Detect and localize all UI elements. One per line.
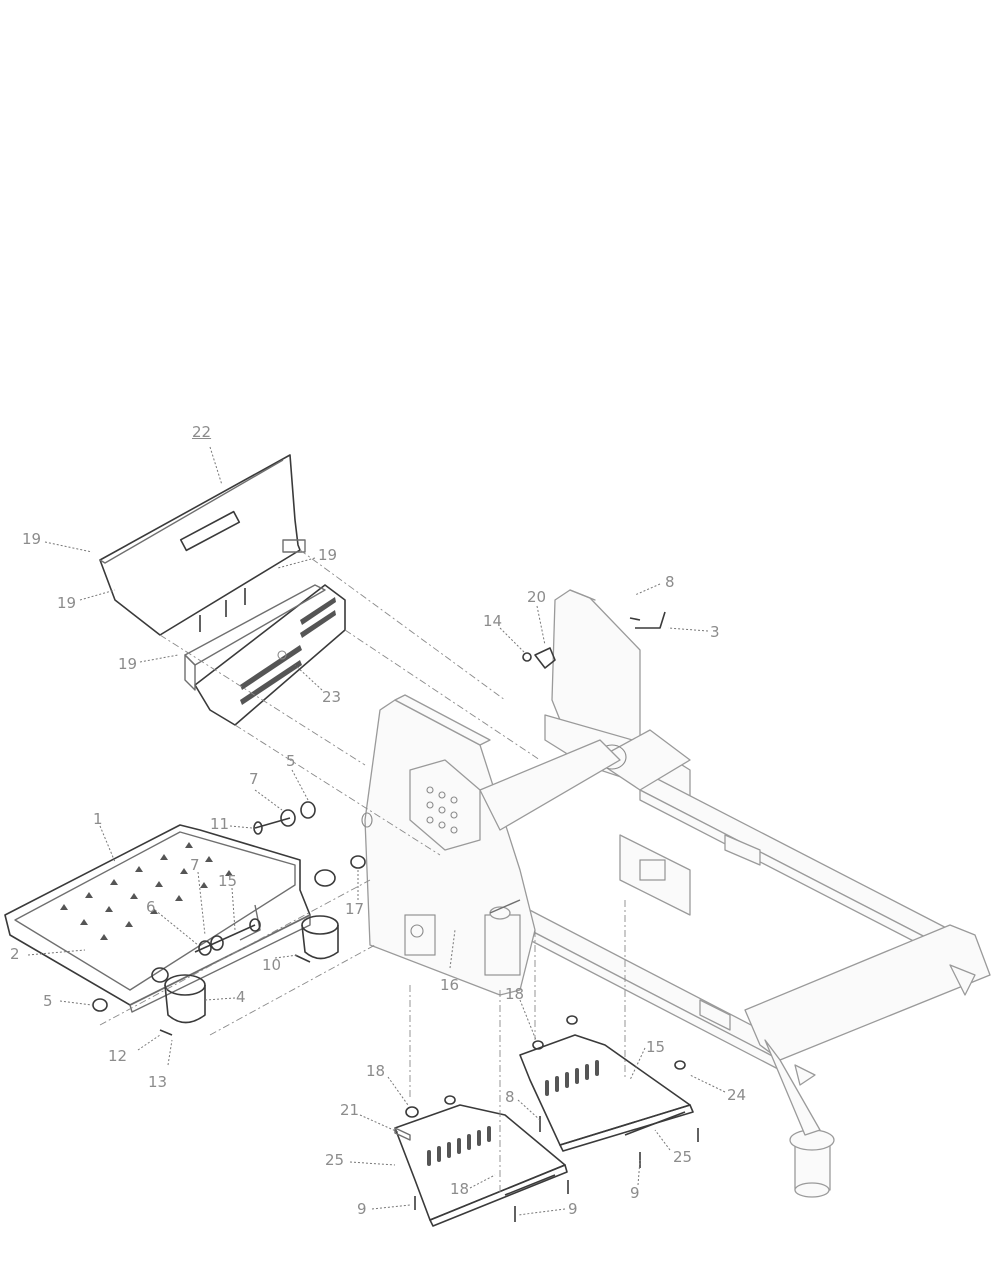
callout-12: 12 — [108, 1047, 128, 1065]
callout-4: 4 — [236, 988, 246, 1006]
callout-25: 25 — [673, 1148, 693, 1166]
assembly-phantom-lines — [99, 549, 626, 1195]
pivot-bolt-set — [194, 801, 316, 956]
callout-15: 15 — [218, 872, 238, 890]
callout-10: 10 — [262, 956, 282, 974]
callout-18: 18 — [505, 985, 525, 1003]
callout-17: 17 — [345, 900, 365, 918]
step-plate-left-21 — [394, 1095, 569, 1227]
callout-21: 21 — [340, 1101, 360, 1119]
callout-18: 18 — [366, 1062, 386, 1080]
callout-20: 20 — [527, 588, 547, 606]
callout-16: 16 — [440, 976, 460, 994]
callout-leaders — [27, 446, 726, 1216]
callout-9: 9 — [630, 1184, 640, 1202]
callout-23: 23 — [322, 688, 342, 706]
callout-7: 7 — [190, 856, 200, 874]
callout-22: 22 — [192, 423, 212, 441]
callout-19: 19 — [118, 655, 138, 673]
callout-2: 2 — [10, 945, 20, 963]
callout-19: 19 — [22, 530, 42, 548]
callout-9: 9 — [357, 1200, 367, 1218]
channel-bracket-23 — [184, 584, 346, 726]
callout-19: 19 — [57, 594, 77, 612]
callout-5: 5 — [43, 992, 53, 1010]
step-plate-right — [519, 1015, 699, 1168]
callout-19: 19 — [318, 546, 338, 564]
callout-18: 18 — [450, 1180, 470, 1198]
foot-deck-1 — [4, 824, 336, 1013]
callout-15: 15 — [646, 1038, 666, 1056]
callout-11: 11 — [210, 815, 230, 833]
callout-25: 25 — [325, 1151, 345, 1169]
callout-3: 3 — [710, 623, 720, 641]
callout-5: 5 — [286, 752, 296, 770]
small-hardware-top — [522, 611, 666, 669]
callout-8: 8 — [665, 573, 675, 591]
callout-8: 8 — [505, 1088, 515, 1106]
main-frame — [361, 589, 991, 1198]
callout-13: 13 — [148, 1073, 168, 1091]
callout-14: 14 — [483, 612, 503, 630]
clamp-collars — [92, 855, 366, 1036]
callout-6: 6 — [146, 898, 156, 916]
callout-7: 7 — [249, 770, 259, 788]
callout-1: 1 — [93, 810, 103, 828]
callout-24: 24 — [727, 1086, 747, 1104]
cover-plate-22 — [99, 454, 306, 636]
callout-9: 9 — [568, 1200, 578, 1218]
